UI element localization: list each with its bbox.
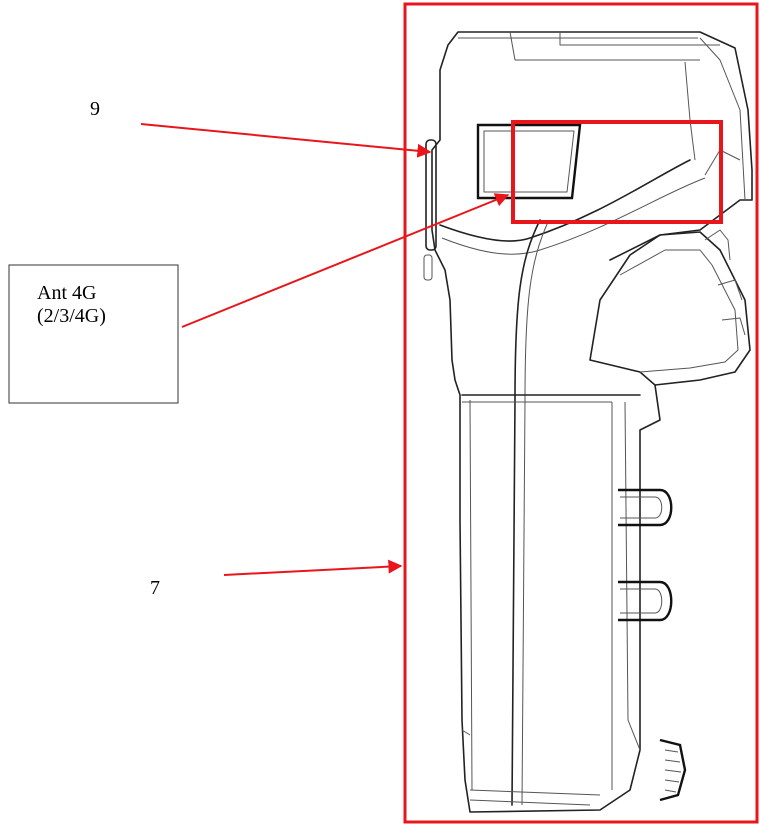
handle-rear-inner bbox=[624, 401, 641, 751]
antenna-highlight-box bbox=[511, 120, 723, 224]
grip-button-upper bbox=[618, 488, 673, 527]
arrow-antenna bbox=[181, 193, 510, 328]
arrow-9 bbox=[140, 123, 432, 158]
left-handle-edge bbox=[469, 399, 473, 791]
antenna-label-box bbox=[8, 264, 179, 404]
side-button-lower bbox=[423, 254, 433, 281]
antenna-label-line-1: Ant 4G bbox=[37, 282, 96, 304]
device-highlight-frame bbox=[403, 2, 759, 824]
label-7: 7 bbox=[150, 577, 160, 599]
grip-front-edge bbox=[511, 219, 541, 806]
top-ridge-2 bbox=[699, 37, 746, 201]
trigger-guard-inner bbox=[619, 249, 739, 373]
label-9: 9 bbox=[90, 98, 100, 120]
grip-front-edge-2 bbox=[521, 221, 549, 806]
antenna-label-line-2: (2/3/4G) bbox=[37, 305, 106, 327]
base-lines bbox=[461, 729, 601, 806]
rear-edge bbox=[684, 61, 741, 176]
grip-button-lower-inner bbox=[620, 588, 663, 614]
grip-button-lower bbox=[618, 580, 673, 622]
display-window-inner bbox=[483, 130, 575, 193]
strap-connector-ridges bbox=[664, 749, 682, 793]
trigger-guard bbox=[609, 231, 751, 386]
trigger-detail bbox=[704, 229, 746, 336]
arrow-7 bbox=[223, 559, 403, 576]
strap-connector bbox=[659, 738, 687, 802]
top-ridge bbox=[458, 31, 720, 61]
grip-button-upper-inner bbox=[620, 496, 663, 519]
display-window bbox=[476, 123, 582, 200]
handle-split-2 bbox=[462, 401, 613, 790]
side-button bbox=[425, 139, 437, 251]
grip-swoosh-2 bbox=[441, 177, 706, 255]
device-drawing bbox=[423, 31, 753, 813]
device-head-outline bbox=[431, 31, 753, 813]
grip-swoosh bbox=[439, 159, 691, 242]
